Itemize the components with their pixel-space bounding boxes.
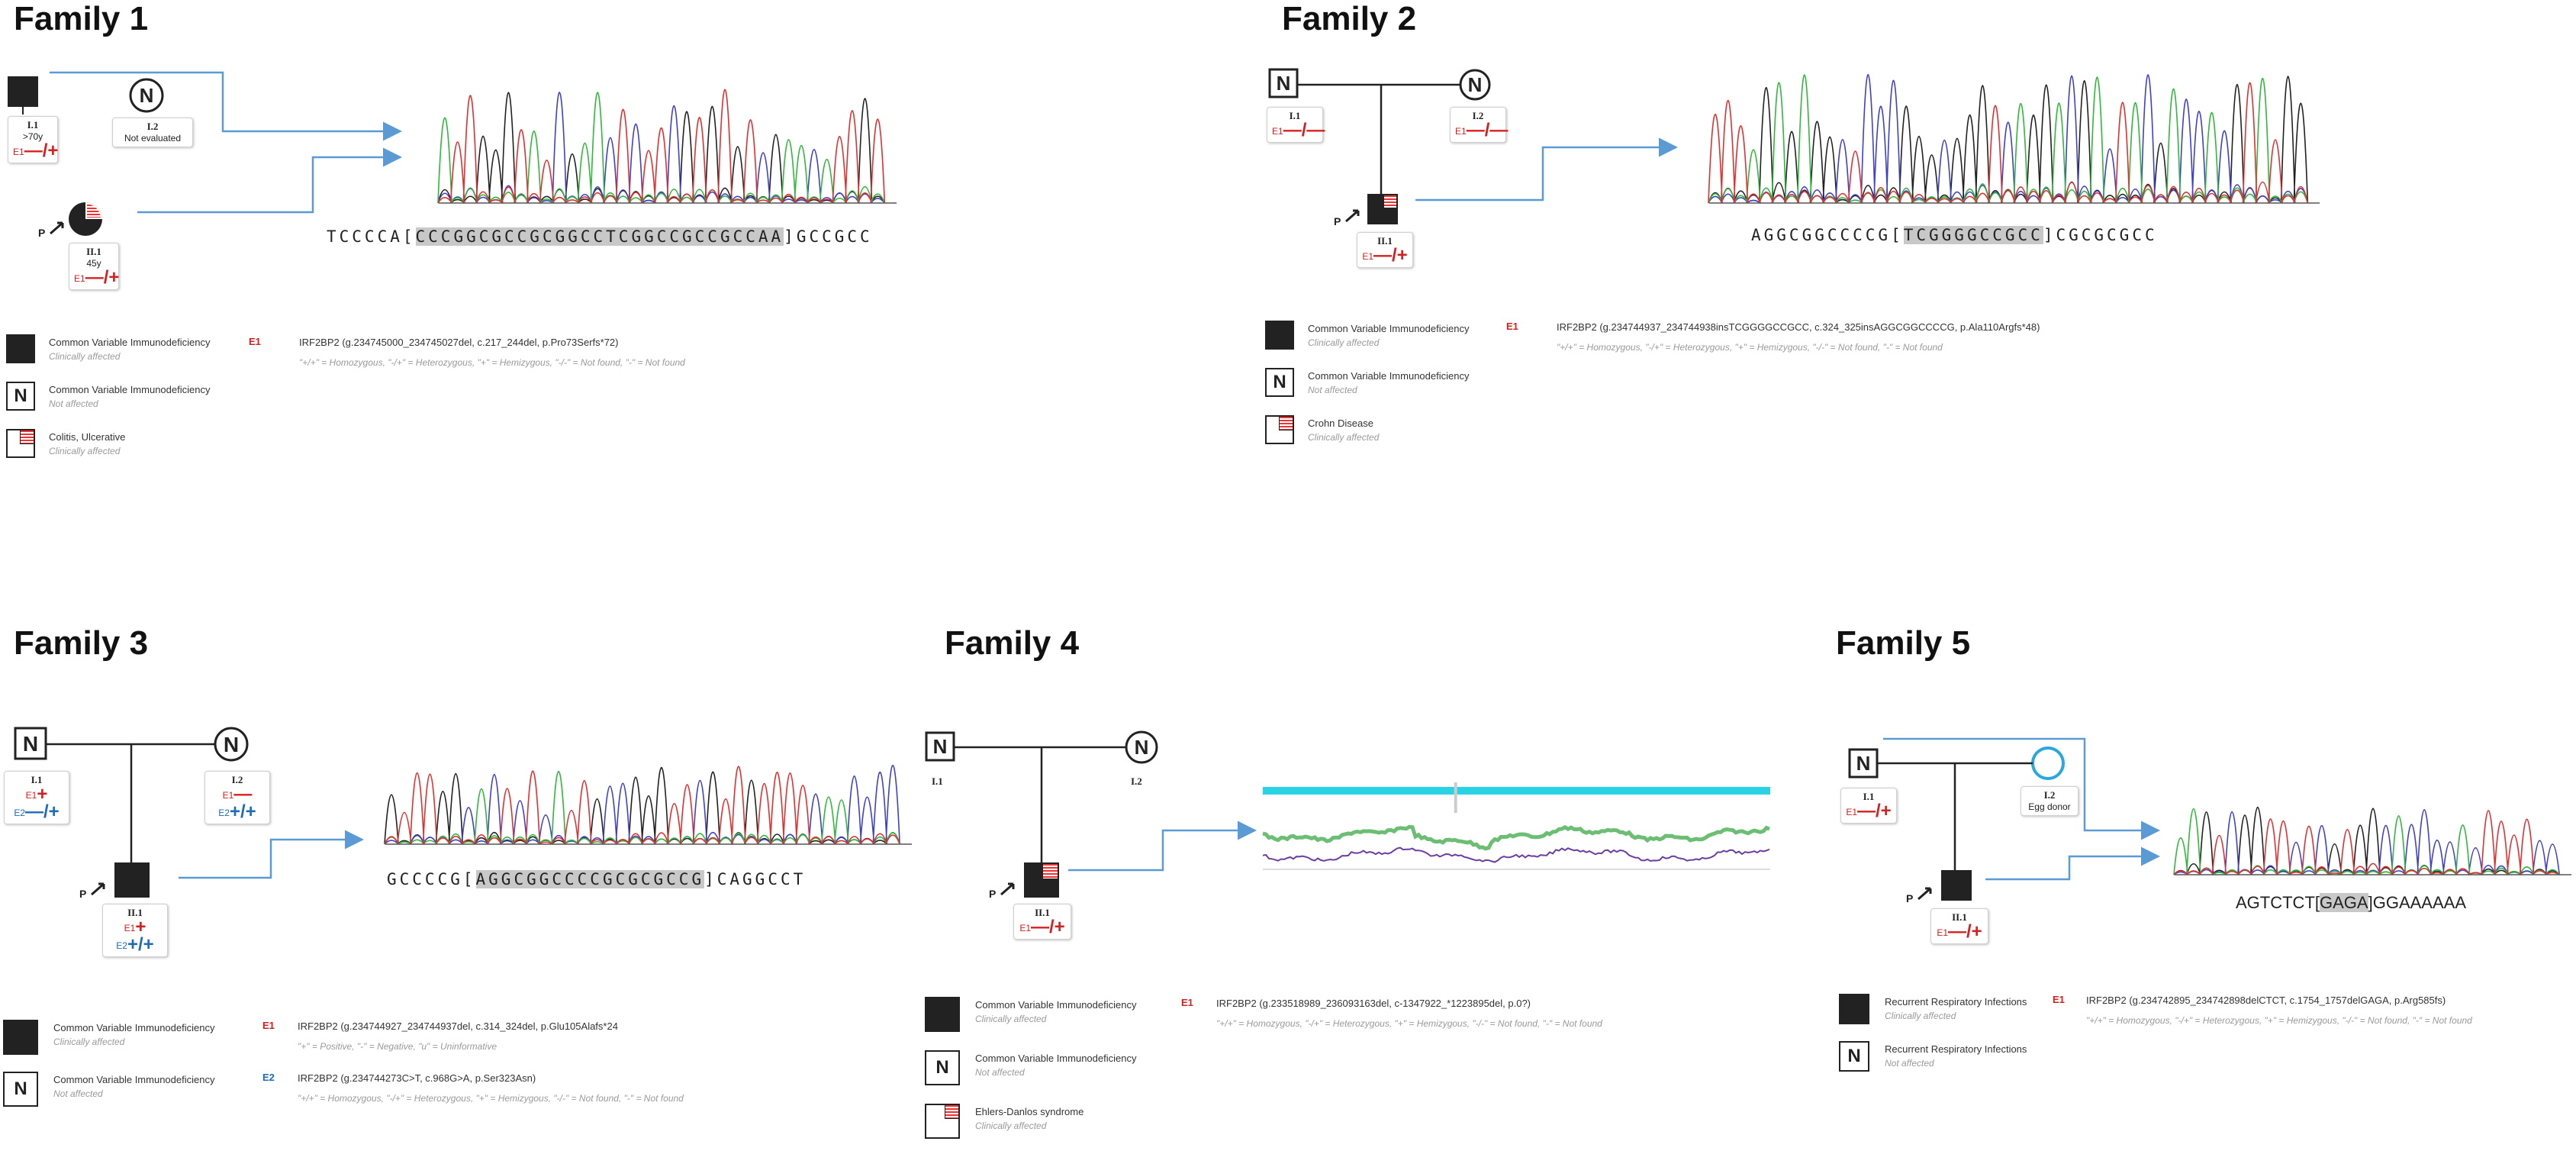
f4-cnv-plot [1262,782,1770,870]
f5-i2-badge: I.2 Egg donor [2021,786,2079,816]
trace-T [2173,810,2560,875]
family-1-pedigree: N P [8,76,164,239]
f1-i1-id: I.1 [27,119,39,131]
f5-i1-badge: I.1 E1—/+ [1840,788,1897,824]
f1-i1-affected-male-symbol [8,76,38,107]
f4-arrow [1068,821,1257,872]
f5-chromatogram [2173,806,2571,875]
f3-sequence: GCCCCG[AGGCGGCCCCGCGCGCCG]CAGGCCT [387,870,807,888]
trace-A [437,92,886,204]
f2-sequence: AGGCGGCCCCG[TCGGGGCCGCC]CGCGCGCC [1751,226,2158,244]
f1-chromatogram [437,89,897,204]
f1-i2-n-label: N [140,84,154,107]
trace-T [1708,82,2309,204]
f2-i1-unaffected-male-symbol [1268,68,1299,98]
f1-legend-affected-symbol [6,334,35,363]
trace-G [1708,76,2309,204]
f1-sequence: TCCCCA[CCCGGCGCCGCGGCCTCGGCCGCCGCCAA]GCC… [327,227,873,246]
svg-text:P: P [1334,215,1341,227]
f4-ii1-badge: II.1 E1—/+ [1013,904,1071,940]
f5-arrow-i1 [1883,737,2160,840]
cnv-trace-purple [1262,846,1770,863]
f4-i2-id: I.2 [1131,775,1142,787]
f4-proband-arrow-icon [1000,882,1015,896]
f2-i1-badge: I.1 E1—/— [1267,107,1325,143]
f1-i2-unaffected-female-symbol [129,78,164,113]
svg-text:N: N [933,735,948,758]
f1-arrow-i1 [50,71,402,141]
f1-ii1-genotype: E1—/+ [74,267,120,288]
trace-T [384,766,900,845]
f1-i2-note: Not evaluated [124,133,182,143]
cnv-coverage-bar [1263,787,1770,795]
f2-i2-badge: I.2 E1—/— [1450,107,1508,143]
f1-i1-age: >70y [22,131,43,142]
f2-chromatogram [1708,73,2320,204]
family-1-title: Family 1 [14,0,149,37]
trace-T [437,89,886,204]
f3-i2-badge: I.2 E1— E2+/+ [204,771,270,824]
svg-text:P: P [1906,892,1913,904]
f1-arrow-ii1 [137,147,402,214]
f5-proband-arrow-icon [1918,887,1932,901]
family-4-title: Family 4 [945,624,1080,662]
svg-text:N: N [224,733,239,756]
svg-text:N: N [23,732,38,756]
f1-i2-id: I.2 [147,121,159,132]
f1-ii1-ibd-quadrant [87,204,101,218]
f1-i1-badge: I.1 >70y E1—/+ [8,116,58,163]
f1-legend-ibd-symbol [6,429,35,458]
svg-text:N: N [1856,752,1871,775]
f2-proband-arrow-icon [1345,209,1360,223]
cnv-trace-green [1262,824,1770,851]
f3-chromatogram [384,765,912,845]
f1-proband-label: P [38,227,45,239]
trace-C [1708,73,2309,204]
f1-i1-genotype: E1—/+ [13,140,59,161]
f3-i1-badge: I.1 E1+ E2—/+ [4,771,69,824]
f2-ii1-ibd-quadrant [1384,195,1396,208]
svg-text:N: N [1277,72,1291,95]
family-2-title: Family 2 [1282,0,1417,37]
f1-legend-n-symbol: N [6,382,35,411]
svg-text:P: P [989,888,996,900]
f2-arrow [1415,137,1678,202]
family-5-title: Family 5 [1836,624,1971,662]
f3-ii1-badge: II.1 E1+ E2+/+ [102,904,168,957]
svg-text:N: N [1135,736,1149,759]
f3-arrow [179,830,364,879]
f1-i2-badge: I.2 Not evaluated [112,118,193,147]
f1-proband-arrow-icon [50,221,64,235]
family-3-title: Family 3 [14,624,149,662]
f5-arrow-ii1 [1985,846,2160,881]
svg-text:N: N [1468,73,1483,96]
f1-ii1-badge: II.1 45y E1—/+ [69,243,119,290]
f1-ii1-id: II.1 [86,246,101,257]
f2-ii1-badge: II.1 E1—/+ [1357,232,1413,268]
f3-proband-arrow-icon [91,882,105,896]
f1-ii1-age: 45y [86,258,101,269]
f5-sequence: AGTCTCT[GAGA]GGAAAAAA [2236,893,2466,912]
f4-i1-id: I.1 [932,775,943,787]
f5-ii1-badge: II.1 E1—/+ [1930,908,1988,944]
svg-text:P: P [79,888,86,900]
